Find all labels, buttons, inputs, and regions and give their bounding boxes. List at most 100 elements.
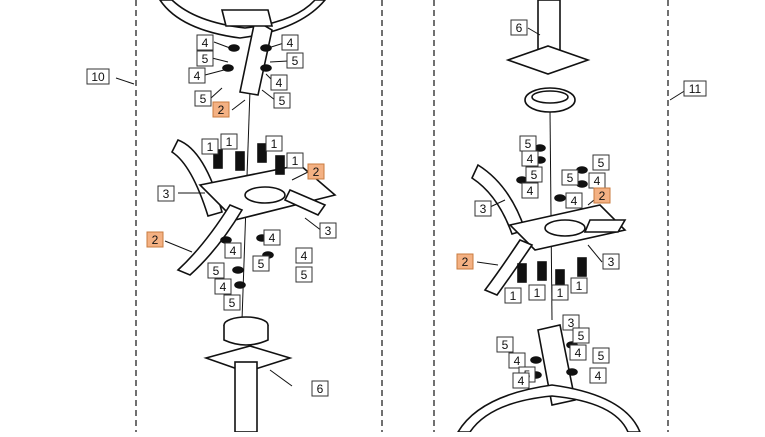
callout-number: 6	[317, 382, 324, 396]
callout-label: 5	[223, 294, 241, 311]
callout-label: 10	[86, 68, 110, 85]
callout-label: 5	[295, 266, 313, 283]
callout-label: 4	[569, 344, 587, 361]
callout-number: 4	[575, 346, 582, 360]
callout-box	[270, 74, 288, 91]
callout-number: 4	[287, 36, 294, 50]
callout-number: 3	[608, 255, 615, 269]
callout-box	[307, 163, 325, 180]
left-middle-tine-a	[170, 139, 223, 217]
callout-number: 5	[502, 338, 509, 352]
callout-box	[223, 294, 241, 311]
callout-box	[188, 67, 206, 84]
callout-box	[273, 92, 291, 109]
callout-number: 3	[325, 224, 332, 238]
callout-number: 5	[279, 94, 286, 108]
callout-label: 1	[528, 284, 546, 301]
callout-label: 4	[512, 372, 530, 389]
callout-box	[593, 187, 611, 204]
callout-label: 5	[592, 347, 610, 364]
washer	[234, 281, 246, 289]
callout-number: 5	[229, 296, 236, 310]
callout-number: 4	[594, 174, 601, 188]
callout-label: 3	[157, 185, 175, 202]
callout-number: 5	[292, 54, 299, 68]
callout-box	[508, 352, 526, 369]
callout-label-highlighted: 2	[593, 187, 611, 204]
leader	[669, 89, 687, 101]
callout-box	[570, 277, 588, 294]
left-bottom-flange	[203, 345, 293, 373]
callout-number: 3	[163, 187, 170, 201]
callout-box	[319, 222, 337, 239]
callout-box	[589, 367, 607, 384]
callout-box	[521, 150, 539, 167]
callout-number: 5	[213, 264, 220, 278]
callout-box	[224, 242, 242, 259]
leader	[267, 42, 285, 49]
washer	[220, 236, 232, 244]
callout-label: 4	[224, 242, 242, 259]
callout-label: 4	[565, 192, 583, 209]
callout-box	[592, 347, 610, 364]
callout-label: 5	[572, 327, 590, 344]
washer	[554, 194, 566, 202]
right-assembly	[456, 0, 642, 433]
callout-label: 5	[194, 90, 212, 107]
callout-label: 3	[602, 253, 620, 270]
callout-box	[201, 138, 219, 155]
callout-box	[569, 344, 587, 361]
callout-label: 4	[521, 150, 539, 167]
callout-number: 1	[557, 286, 564, 300]
callout-box	[265, 135, 283, 152]
callout-number: 11	[689, 82, 702, 96]
callout-label: 4	[214, 278, 232, 295]
callout-label: 4	[270, 74, 288, 91]
callout-number: 10	[91, 70, 105, 84]
leader	[213, 41, 231, 49]
callout-box	[194, 90, 212, 107]
callout-number: 5	[598, 349, 605, 363]
callout-box	[146, 231, 164, 248]
callout-box	[528, 284, 546, 301]
callout-label: 1	[570, 277, 588, 294]
callout-number: 5	[202, 52, 209, 66]
leader	[269, 60, 289, 63]
leader	[587, 244, 603, 263]
callout-number: 4	[301, 249, 308, 263]
left-bottom-collar	[223, 325, 269, 346]
leader	[291, 171, 309, 181]
callout-label: 5	[525, 166, 543, 183]
callout-label-highlighted: 2	[146, 231, 164, 248]
callout-box	[295, 266, 313, 283]
callout-label: 4	[521, 182, 539, 199]
callout-number: 4	[194, 69, 201, 83]
callout-number: 4	[220, 280, 227, 294]
callout-label: 3	[562, 314, 580, 331]
callout-box	[196, 50, 214, 67]
callout-number: 4	[269, 231, 276, 245]
callout-box	[683, 80, 707, 97]
washer	[566, 368, 578, 376]
callout-label: 4	[196, 34, 214, 51]
left-middle-tine-b	[176, 204, 244, 276]
callout-number: 1	[292, 154, 299, 168]
left-assembly	[159, 0, 337, 433]
callout-box	[551, 284, 569, 301]
callout-box	[286, 152, 304, 169]
callout-number: 1	[576, 279, 583, 293]
callout-number: 1	[226, 135, 233, 149]
leader	[204, 69, 225, 76]
callout-box	[565, 192, 583, 209]
callout-number: 2	[462, 255, 469, 269]
callout-number: 1	[271, 137, 278, 151]
callout-number: 1	[207, 140, 214, 154]
right-middle-tine-b	[483, 239, 534, 296]
callout-number: 4	[514, 354, 521, 368]
assembly-boundaries	[135, 0, 669, 432]
right-top-collar-inner	[531, 90, 569, 104]
callout-number: 4	[527, 184, 534, 198]
